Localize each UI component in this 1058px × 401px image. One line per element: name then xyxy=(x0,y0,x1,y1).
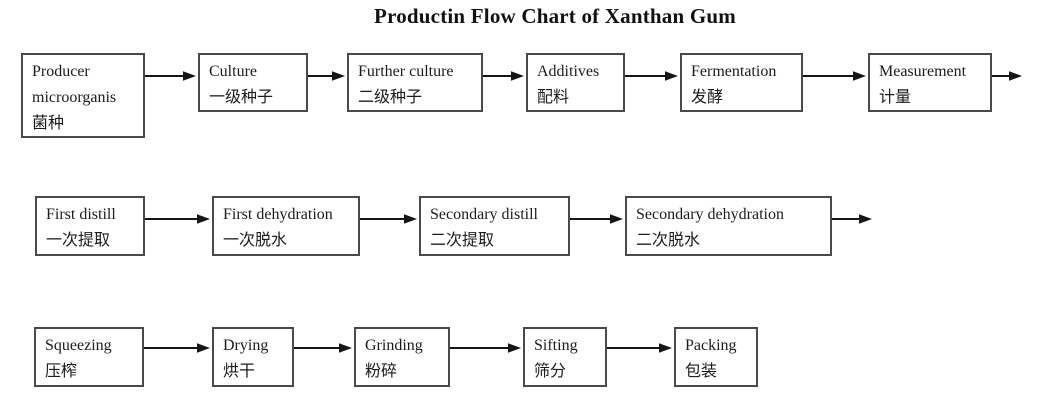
node-label-en: Secondary distill xyxy=(430,206,538,223)
node-culture: Culture 一级种子 xyxy=(198,53,308,112)
node-first-dehydration: First dehydration 一次脱水 xyxy=(212,196,360,256)
flow-arrow xyxy=(607,343,672,353)
node-label-en: Measurement xyxy=(879,63,967,80)
node-label-zh: 菌种 xyxy=(32,115,65,132)
node-label-en: Fermentation xyxy=(691,63,777,80)
node-label-zh: 包装 xyxy=(685,363,718,380)
node-label-zh: 配料 xyxy=(537,89,570,106)
node-label-zh: 筛分 xyxy=(534,363,567,380)
flow-arrow xyxy=(145,214,210,224)
node-label-en: Drying xyxy=(223,337,269,354)
flow-arrow xyxy=(145,71,196,81)
flow-arrow xyxy=(625,71,678,81)
node-packing: Packing 包装 xyxy=(674,327,758,387)
flow-arrow xyxy=(803,71,866,81)
node-secondary-dehydration: Secondary dehydration 二次脱水 xyxy=(625,196,832,256)
node-label-en: Culture xyxy=(209,63,257,80)
node-secondary-distill: Secondary distill 二次提取 xyxy=(419,196,570,256)
node-label-zh: 计量 xyxy=(879,89,912,106)
flow-arrow-continues xyxy=(992,71,1022,81)
node-label-en: Grinding xyxy=(365,337,423,354)
node-label-zh: 二次脱水 xyxy=(636,232,701,249)
node-grinding: Grinding 粉碎 xyxy=(354,327,450,387)
node-label-en: Producer microorganis xyxy=(32,63,117,106)
node-label-zh: 一次脱水 xyxy=(223,232,288,249)
node-additives: Additives 配料 xyxy=(526,53,625,112)
node-label-zh: 发酵 xyxy=(691,89,724,106)
flow-arrow xyxy=(294,343,352,353)
node-further-culture: Further culture 二级种子 xyxy=(347,53,483,112)
node-label-en: First distill xyxy=(46,206,116,223)
node-sifting: Sifting 筛分 xyxy=(523,327,607,387)
node-label-en: Sifting xyxy=(534,337,578,354)
node-label-zh: 一次提取 xyxy=(46,232,111,249)
node-label-zh: 烘干 xyxy=(223,363,256,380)
node-label-en: First dehydration xyxy=(223,206,333,223)
node-label-en: Further culture xyxy=(358,63,454,80)
page-title: Productin Flow Chart of Xanthan Gum xyxy=(374,4,736,28)
node-label-zh: 压榨 xyxy=(45,363,78,380)
node-fermentation: Fermentation 发酵 xyxy=(680,53,803,112)
flow-arrow xyxy=(308,71,345,81)
node-label-zh: 二级种子 xyxy=(358,89,423,106)
node-label-en: Squeezing xyxy=(45,337,112,354)
flow-arrow xyxy=(483,71,524,81)
flow-arrow xyxy=(144,343,210,353)
flow-arrow xyxy=(450,343,521,353)
node-label-en: Additives xyxy=(537,63,600,80)
flow-arrow xyxy=(360,214,417,224)
node-label-zh: 粉碎 xyxy=(365,363,398,380)
node-label-en: Packing xyxy=(685,337,737,354)
node-measurement: Measurement 计量 xyxy=(868,53,992,112)
node-first-distill: First distill 一次提取 xyxy=(35,196,145,256)
node-label-zh: 一级种子 xyxy=(209,89,274,106)
flow-arrow-continues xyxy=(832,214,872,224)
flow-arrow xyxy=(570,214,623,224)
node-label-zh: 二次提取 xyxy=(430,232,495,249)
node-label-en: Secondary dehydration xyxy=(636,206,784,223)
node-drying: Drying 烘干 xyxy=(212,327,294,387)
node-squeezing: Squeezing 压榨 xyxy=(34,327,144,387)
node-producer-microorganis: Producer microorganis 菌种 xyxy=(21,53,145,138)
